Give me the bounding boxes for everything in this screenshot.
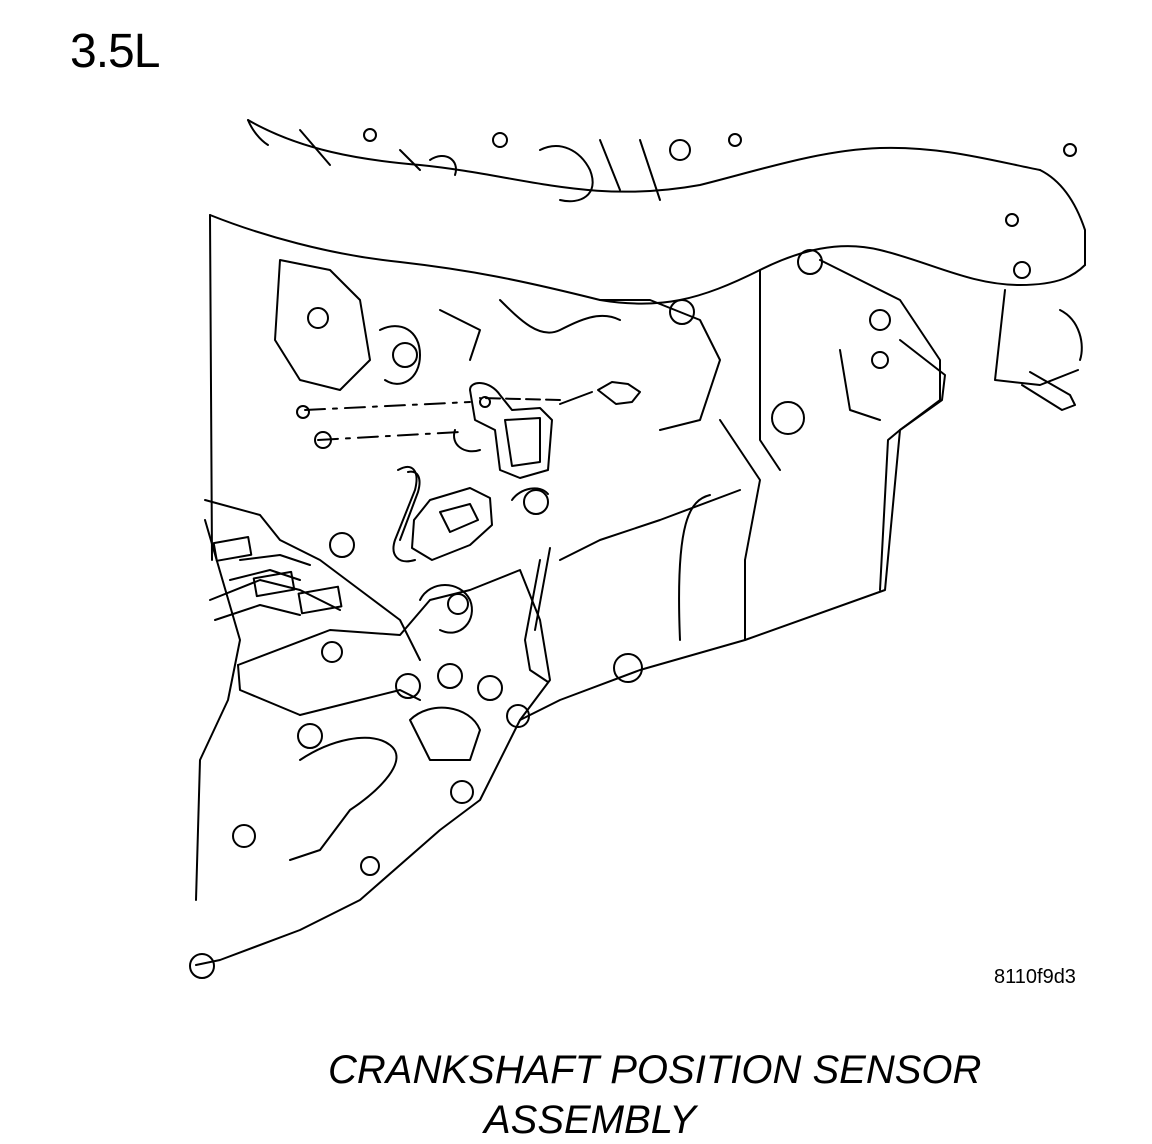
- crankshaft-position-sensor: [297, 382, 640, 478]
- sensor-wire-connector: [394, 467, 548, 561]
- engine-size-label: 3.5L: [70, 25, 160, 78]
- transmission-housing: [196, 500, 420, 900]
- figure-id: 8110f9d3: [994, 966, 1076, 988]
- sensor-wire-lower: [525, 548, 550, 682]
- lower-bracket: [196, 570, 550, 965]
- caption-line-2: ASSEMBLY: [484, 1098, 696, 1142]
- engine-block-outline: [210, 120, 1085, 560]
- engine-mid-structures: [275, 260, 940, 470]
- oil-pan: [520, 340, 945, 720]
- caption-line-1: CRANKSHAFT POSITION SENSOR: [328, 1048, 982, 1092]
- upper-engine-details: [300, 129, 1076, 368]
- bracket-bolts: [190, 664, 529, 978]
